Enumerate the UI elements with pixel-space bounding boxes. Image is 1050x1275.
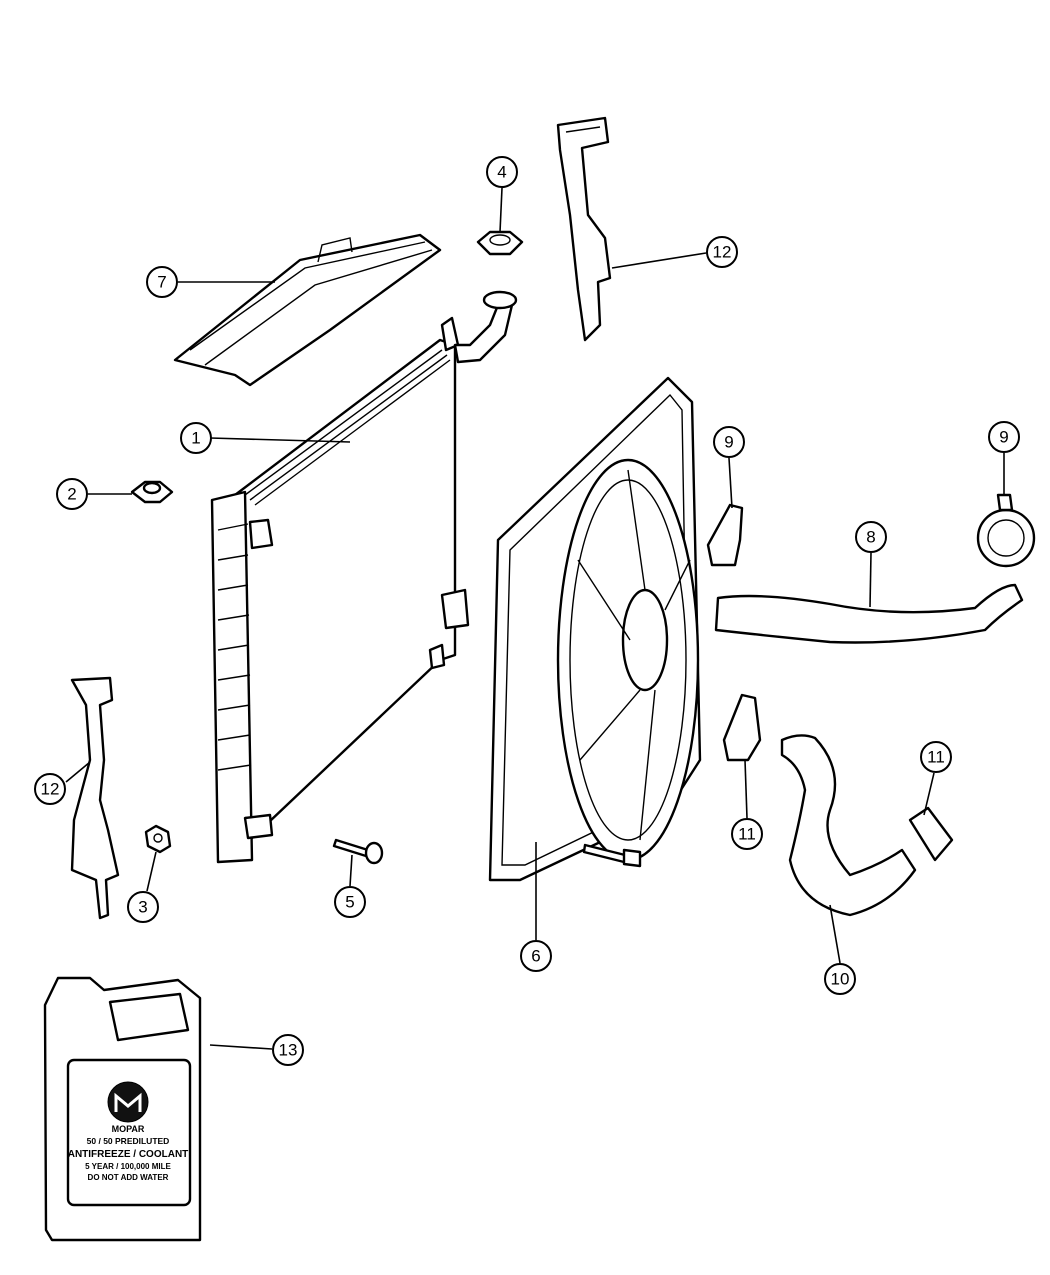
nut-part — [144, 824, 172, 854]
callout-11a: 11 — [731, 818, 763, 850]
callout-6: 6 — [520, 940, 552, 972]
callout-7: 7 — [146, 266, 178, 298]
jug-line-4: DO NOT ADD WATER — [88, 1173, 169, 1182]
callout-1-label: 1 — [191, 429, 200, 448]
callout-7-label: 7 — [157, 273, 166, 292]
mopar-logo-icon — [107, 1081, 149, 1123]
callout-6-label: 6 — [531, 947, 540, 966]
callout-12b-label: 12 — [41, 780, 60, 799]
callout-5: 5 — [334, 886, 366, 918]
leader-lines — [65, 187, 1005, 1050]
shroud-bolt-part — [582, 843, 642, 868]
lower-hose-part — [780, 734, 917, 917]
jug-line-3: 5 YEAR / 100,000 MILE — [85, 1162, 171, 1171]
callout-3: 3 — [127, 891, 159, 923]
coolant-jug-part: MOPAR 50 / 50 PREDILUTED ANTIFREEZE / CO… — [43, 976, 202, 1242]
hose-clamp-part — [706, 493, 1036, 568]
upper-hose-part — [714, 583, 1024, 644]
callout-13: 13 — [272, 1034, 304, 1066]
callout-12a: 12 — [706, 236, 738, 268]
callout-4-label: 4 — [497, 163, 506, 182]
callout-11a-label: 11 — [738, 825, 756, 844]
callout-8-label: 8 — [866, 528, 875, 547]
callout-9a-label: 9 — [724, 433, 733, 452]
callout-9a: 9 — [713, 426, 745, 458]
callout-5-label: 5 — [345, 893, 354, 912]
jug-line-2: ANTIFREEZE / COOLANT — [68, 1149, 189, 1160]
filler-neck-part — [453, 290, 518, 364]
callout-11b-label: 11 — [927, 748, 945, 767]
lower-bracket-part — [70, 676, 120, 920]
lower-clamp-part — [722, 693, 954, 862]
callout-9b-label: 9 — [999, 428, 1008, 447]
radiator-cap-part — [130, 480, 174, 504]
callout-3-label: 3 — [138, 898, 147, 917]
callout-10: 10 — [824, 963, 856, 995]
callout-11b: 11 — [920, 741, 952, 773]
callout-10-label: 10 — [831, 970, 850, 989]
jug-brand: MOPAR — [112, 1124, 145, 1134]
radiator-part — [210, 316, 470, 864]
jug-line-1: 50 / 50 PREDILUTED — [87, 1136, 170, 1146]
callout-4: 4 — [486, 156, 518, 188]
upper-bracket-part — [556, 116, 612, 342]
air-deflector-part — [173, 233, 442, 387]
callout-9b: 9 — [988, 421, 1020, 453]
callout-12b: 12 — [34, 773, 66, 805]
callout-2: 2 — [56, 478, 88, 510]
bolt-part — [332, 838, 384, 865]
callout-8: 8 — [855, 521, 887, 553]
fan-shroud-part — [488, 376, 702, 882]
isolator-part — [476, 230, 524, 256]
callout-2-label: 2 — [67, 485, 76, 504]
callout-13-label: 13 — [279, 1041, 298, 1060]
callout-1: 1 — [180, 422, 212, 454]
callout-12a-label: 12 — [713, 243, 732, 262]
